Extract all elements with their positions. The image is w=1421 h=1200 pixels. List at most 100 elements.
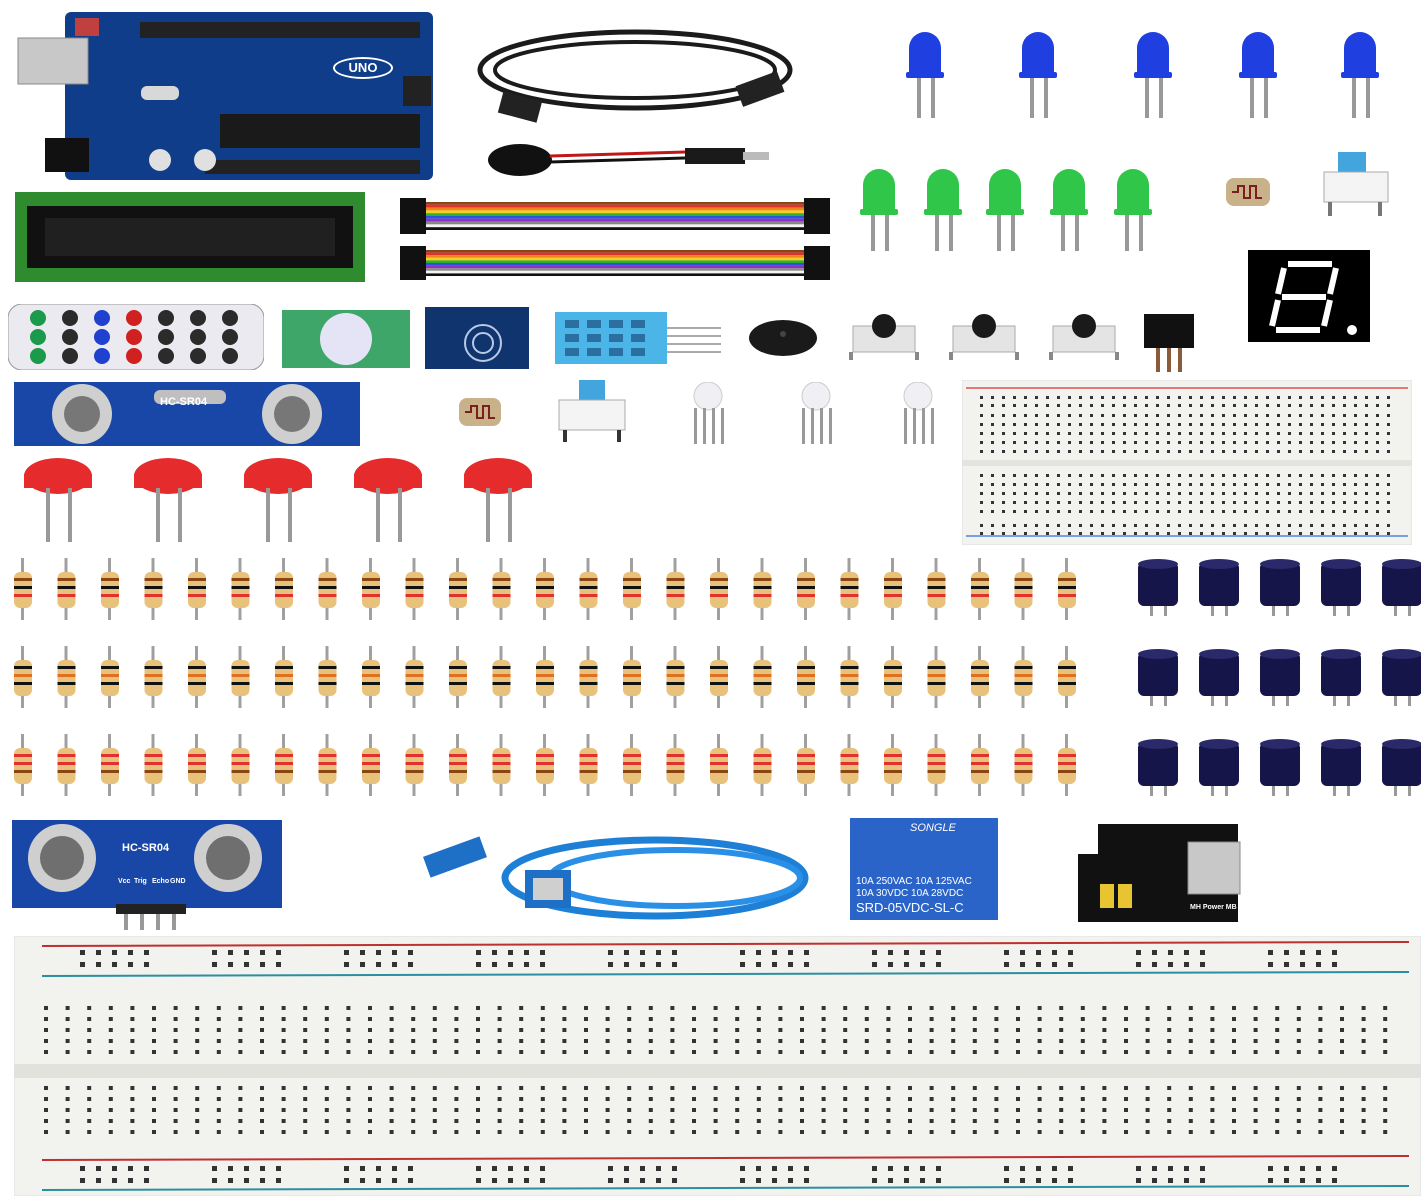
resistor-0-6 bbox=[275, 558, 293, 620]
resistor-2-22 bbox=[971, 734, 989, 796]
breadboard-half-icon bbox=[961, 379, 1413, 546]
resistor-0-3 bbox=[144, 558, 163, 620]
capacitor-1-2 bbox=[1260, 649, 1300, 706]
green-led-3 bbox=[1050, 169, 1088, 251]
blue-led-2 bbox=[1134, 32, 1172, 118]
ldr-icon bbox=[1226, 178, 1270, 206]
resistor-2-17 bbox=[753, 734, 772, 796]
capacitor-1-4 bbox=[1382, 649, 1421, 706]
resistor-1-22 bbox=[971, 646, 989, 708]
resistor-0-1 bbox=[57, 558, 76, 620]
ultrasonic-pin-label-1: Trig bbox=[134, 878, 147, 885]
blue-led-3 bbox=[1239, 32, 1277, 118]
blue-led-group bbox=[906, 32, 1379, 118]
capacitor-0-0 bbox=[1138, 559, 1178, 616]
green-led-0 bbox=[860, 169, 898, 251]
resistor-2-24 bbox=[1058, 734, 1076, 796]
resistor-2-5 bbox=[231, 734, 250, 796]
ultrasonic-bottom-icon bbox=[12, 820, 282, 930]
capacitor-1-1 bbox=[1199, 649, 1239, 706]
relay-rating-2: 10A 30VDC 10A 28VDC bbox=[856, 888, 964, 899]
resistor-2-21 bbox=[927, 734, 946, 796]
resistor-2-15 bbox=[666, 734, 685, 796]
capacitor-2-4 bbox=[1382, 739, 1421, 796]
remote-button-1-0 bbox=[30, 329, 46, 345]
resistor-1-6 bbox=[275, 646, 293, 708]
ldr-middle-icon bbox=[459, 398, 501, 426]
resistor-2-14 bbox=[623, 734, 641, 796]
resistor-1-18 bbox=[797, 646, 815, 708]
remote-button-2-2 bbox=[94, 348, 110, 364]
ultrasonic-pin-label-3: GND bbox=[170, 878, 186, 885]
power-supply-module: MH Power MB bbox=[1078, 824, 1243, 922]
capacitor-group bbox=[1138, 559, 1421, 796]
resistor-1-0 bbox=[14, 646, 32, 708]
capacitor-2-1 bbox=[1199, 739, 1239, 796]
buzzer bbox=[747, 318, 819, 362]
resistor-2-19 bbox=[840, 734, 859, 796]
capacitor-2-2 bbox=[1260, 739, 1300, 796]
remote-button-0-3 bbox=[126, 310, 142, 326]
pir-sensor bbox=[282, 310, 410, 368]
resistor-1-20 bbox=[884, 646, 902, 708]
remote-button-1-4 bbox=[158, 329, 174, 345]
resistor-1-19 bbox=[840, 646, 859, 708]
dht11-sensor bbox=[555, 312, 725, 364]
relay-brand: SONGLE bbox=[910, 822, 956, 834]
ldr-top bbox=[1222, 168, 1274, 216]
capacitor-0-3 bbox=[1321, 559, 1361, 616]
ir-receiver-icon bbox=[1144, 314, 1194, 372]
red-led-4 bbox=[464, 458, 532, 542]
resistor-0-7 bbox=[318, 558, 337, 620]
board-logo: UNO bbox=[333, 57, 393, 79]
resistor-2-12 bbox=[536, 734, 554, 796]
seven-segment-display bbox=[1248, 250, 1370, 342]
blue-usb-cable-icon bbox=[423, 836, 809, 920]
capacitor-0-1 bbox=[1199, 559, 1239, 616]
ultrasonic-bottom-label: HC-SR04 bbox=[122, 842, 170, 854]
resistor-0-14 bbox=[623, 558, 641, 620]
resistor-1-5 bbox=[231, 646, 250, 708]
resistor-1-16 bbox=[710, 646, 728, 708]
blue-led-1 bbox=[1019, 32, 1057, 118]
red-led-2 bbox=[244, 458, 312, 542]
resistor-group bbox=[14, 558, 1076, 796]
green-led-group bbox=[860, 169, 1152, 251]
capacitor-0-2 bbox=[1260, 559, 1300, 616]
push-switch-middle bbox=[555, 378, 630, 444]
breadboard-full-holes bbox=[44, 950, 1388, 1183]
push-switch-icon bbox=[1323, 152, 1389, 216]
green-led-row bbox=[855, 165, 1165, 255]
ir-remote-icon bbox=[7, 303, 265, 371]
resistor-0-23 bbox=[1014, 558, 1033, 620]
breadboard-half bbox=[961, 379, 1413, 546]
remote-button-0-1 bbox=[62, 310, 78, 326]
relay-icon bbox=[850, 818, 998, 920]
arduino-uno-board: UNO bbox=[15, 10, 435, 182]
remote-button-2-0 bbox=[30, 348, 46, 364]
ir-remote bbox=[7, 303, 265, 371]
resistor-2-8 bbox=[362, 734, 380, 796]
lcd-icon bbox=[15, 192, 365, 282]
red-led-row bbox=[24, 458, 554, 546]
resistor-2-4 bbox=[188, 734, 206, 796]
push-button-group bbox=[849, 314, 1119, 360]
resistor-2-18 bbox=[797, 734, 815, 796]
ultrasonic-sensor-top: HC-SR04 bbox=[14, 382, 360, 446]
resistor-0-4 bbox=[188, 558, 206, 620]
push-buttons bbox=[845, 312, 1125, 362]
seven-segment-icon bbox=[1248, 250, 1370, 342]
buzzer-icon bbox=[749, 320, 817, 356]
remote-button-2-5 bbox=[190, 348, 206, 364]
breadboard-full bbox=[13, 935, 1421, 1197]
resistor-0-19 bbox=[840, 558, 859, 620]
resistor-1-23 bbox=[1014, 646, 1033, 708]
resistor-1-14 bbox=[623, 646, 641, 708]
resistor-0-22 bbox=[971, 558, 989, 620]
ultrasonic-top-icon bbox=[14, 382, 360, 446]
jumper-wires-icon bbox=[400, 198, 830, 280]
remote-button-2-1 bbox=[62, 348, 78, 364]
resistor-0-12 bbox=[536, 558, 554, 620]
red-led-3 bbox=[354, 458, 422, 542]
rgb-led-1 bbox=[801, 381, 832, 444]
